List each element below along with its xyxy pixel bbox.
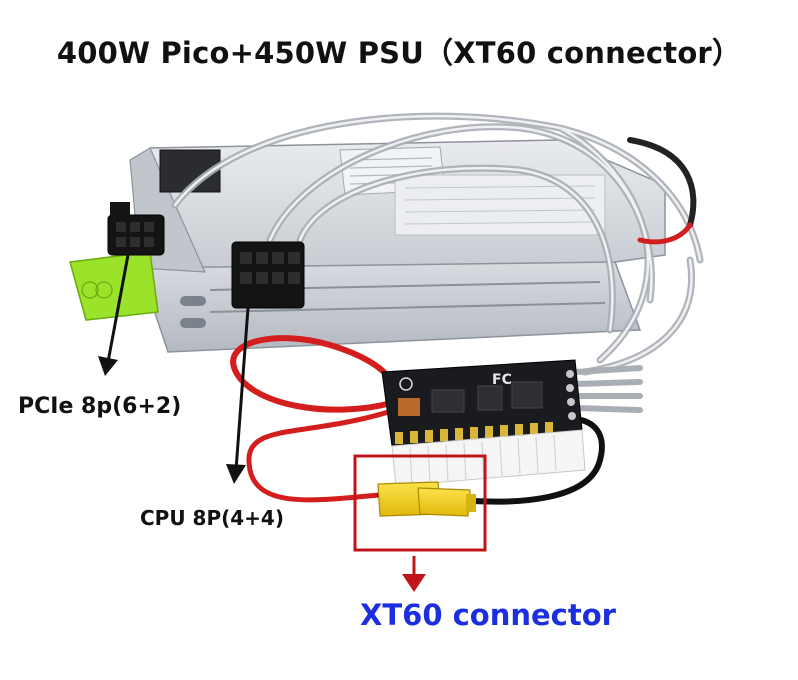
cpu-label: CPU 8P(4+4) bbox=[140, 506, 284, 530]
pcie-8p-connector bbox=[107, 202, 165, 256]
sleeved-cables bbox=[171, 112, 704, 413]
cpu-8p-connector bbox=[231, 241, 305, 309]
board-capacitor bbox=[398, 398, 420, 416]
pico-psu-board: FC bbox=[381, 359, 586, 487]
xt60-connector bbox=[377, 481, 476, 517]
cpu-arrow bbox=[226, 307, 250, 484]
pcie-label: PCIe 8p(6+2) bbox=[18, 394, 182, 419]
xt60-label: XT60 connector bbox=[360, 598, 616, 632]
xt60-arrow bbox=[402, 556, 426, 592]
pcie-arrow bbox=[98, 254, 130, 376]
xt60-highlight-box bbox=[353, 454, 487, 552]
board-fc-marking: FC bbox=[492, 372, 512, 388]
page-title: 400W Pico+450W PSU（XT60 connector） bbox=[56, 36, 742, 70]
